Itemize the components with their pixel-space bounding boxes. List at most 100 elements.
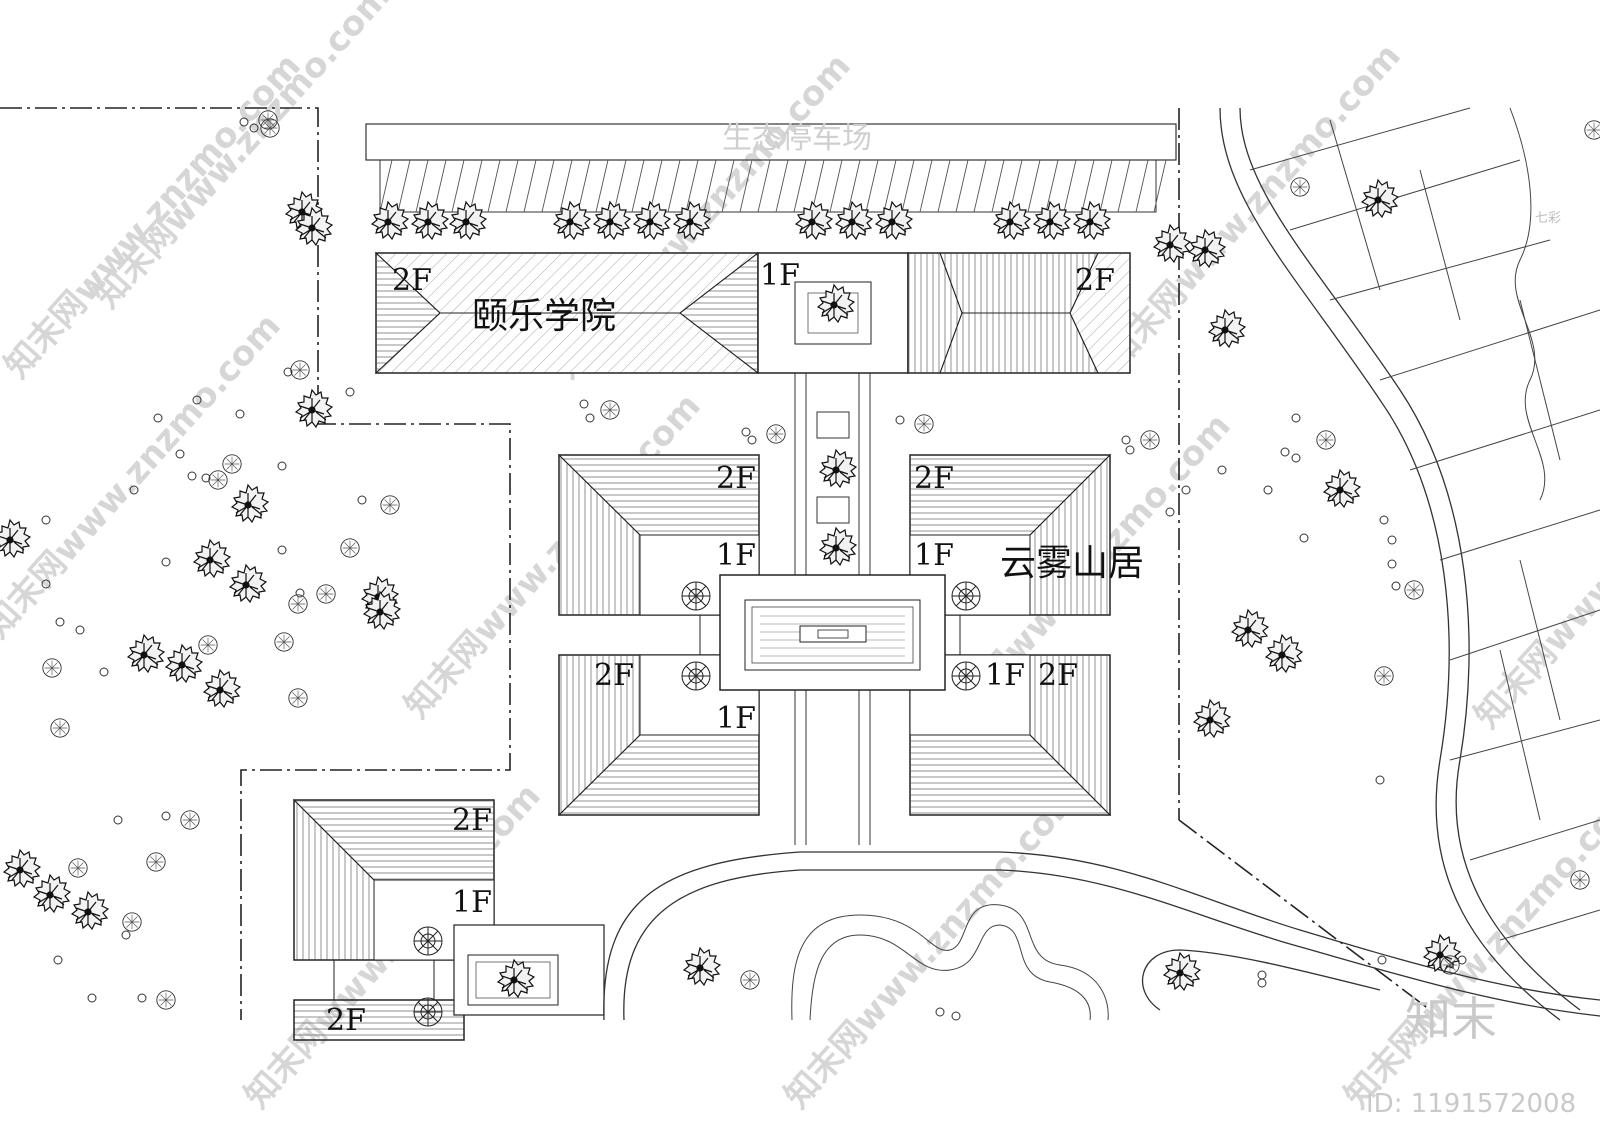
shrub-icon bbox=[600, 400, 620, 420]
small-plant-marker bbox=[161, 557, 171, 567]
parking-stall-line bbox=[433, 159, 447, 213]
shrub-icon bbox=[1290, 177, 1310, 197]
parking-stall-line bbox=[451, 159, 465, 213]
brand-logo: 知末 bbox=[1405, 992, 1497, 1046]
parking-stall-line bbox=[577, 159, 591, 213]
shrub-icon bbox=[260, 118, 280, 138]
floor-label-1f: 1F bbox=[716, 538, 756, 573]
parking-stall-line bbox=[1153, 159, 1167, 213]
small-plant-marker bbox=[235, 409, 245, 419]
shrub-icon bbox=[122, 912, 142, 932]
shrub-icon bbox=[740, 970, 760, 990]
tree-icon bbox=[449, 201, 487, 240]
tree-icon bbox=[165, 644, 203, 683]
floor-label-2f: 2F bbox=[716, 461, 756, 496]
small-plant-marker bbox=[1291, 413, 1301, 423]
shrub-icon bbox=[290, 360, 310, 380]
parking-stall-line bbox=[1063, 159, 1077, 213]
small-plant-marker bbox=[153, 413, 163, 423]
small-plant-marker bbox=[935, 1007, 945, 1017]
floor-label-2f: 2F bbox=[326, 1003, 366, 1038]
tree-icon bbox=[231, 484, 269, 523]
academy-label: 颐乐学院 bbox=[472, 296, 616, 337]
small-plant-marker bbox=[113, 815, 123, 825]
small-plant-marker bbox=[187, 471, 197, 481]
shrub-icon bbox=[340, 538, 360, 558]
parking-stall-line bbox=[1081, 159, 1095, 213]
farmland-grid bbox=[1249, 107, 1600, 941]
shrub-icon bbox=[198, 635, 218, 655]
small-plant-marker bbox=[201, 473, 211, 483]
shrub-icon bbox=[180, 810, 200, 830]
parking-stall-line bbox=[937, 159, 951, 213]
tree-icon bbox=[127, 634, 165, 673]
small-plant-marker bbox=[357, 495, 367, 505]
tree-icon bbox=[71, 891, 109, 930]
small-plant-marker bbox=[161, 811, 171, 821]
shrub-icon bbox=[50, 718, 70, 738]
parking-stall-line bbox=[757, 159, 771, 213]
small-plant-marker bbox=[1217, 465, 1227, 475]
shrub-icon bbox=[1584, 120, 1600, 140]
small-plant-marker bbox=[99, 667, 109, 677]
parking-stall-line bbox=[379, 159, 393, 213]
floor-label-1f: 1F bbox=[716, 701, 756, 736]
residence-label: 云雾山居 bbox=[1000, 543, 1144, 584]
tree-icon bbox=[33, 874, 71, 913]
tree-icon bbox=[1208, 309, 1246, 348]
small-plant-marker bbox=[585, 413, 595, 423]
small-plant-marker bbox=[1387, 535, 1397, 545]
tree-icon bbox=[795, 201, 833, 240]
parking-stall-line bbox=[523, 159, 537, 213]
parking-label: 生态停车场 bbox=[722, 121, 872, 156]
shrub-icon bbox=[1374, 666, 1394, 686]
small-plant-marker bbox=[121, 930, 131, 940]
parking-stall-line bbox=[829, 159, 843, 213]
parking-stall-line bbox=[919, 159, 933, 213]
small-plant-marker bbox=[55, 617, 65, 627]
parking-stall-line bbox=[793, 159, 807, 213]
tree-icon bbox=[193, 539, 231, 578]
parking-stall-line bbox=[505, 159, 519, 213]
tree-icon bbox=[3, 849, 41, 888]
floor-label-2f: 2F bbox=[914, 461, 954, 496]
tree-icon bbox=[295, 389, 333, 428]
floor-label-2f: 2F bbox=[1075, 263, 1115, 298]
small-plant-marker bbox=[1457, 955, 1467, 965]
tree-icon bbox=[1193, 699, 1231, 738]
shrub-icon bbox=[274, 632, 294, 652]
parking-lot: 生态停车场 bbox=[365, 121, 1177, 213]
floor-label-1f: 1F bbox=[760, 258, 800, 293]
small-plant-marker bbox=[295, 588, 305, 598]
parking-stall-line bbox=[685, 159, 699, 213]
faint-field-label: 七彩 bbox=[1535, 211, 1561, 226]
shrub-icon bbox=[1440, 955, 1460, 975]
small-plant-marker bbox=[1291, 453, 1301, 463]
floor-label-2f: 2F bbox=[594, 658, 634, 693]
parking-stall-line bbox=[595, 159, 609, 213]
small-plant-marker bbox=[137, 993, 147, 1003]
small-plant-marker bbox=[951, 1011, 961, 1021]
parking-stall-line bbox=[739, 159, 753, 213]
parking-stall-line bbox=[397, 159, 411, 213]
shrub-icon bbox=[1570, 870, 1590, 890]
floor-label-2f: 2F bbox=[392, 263, 432, 298]
parking-stall-line bbox=[559, 159, 573, 213]
parking-stall-line bbox=[865, 159, 879, 213]
parking-stall-line bbox=[775, 159, 789, 213]
small-plant-marker bbox=[1121, 435, 1131, 445]
tree-icon bbox=[229, 564, 267, 603]
small-plant-marker bbox=[75, 625, 85, 635]
small-plant-layer bbox=[41, 117, 1467, 1021]
small-plant-marker bbox=[1299, 533, 1309, 543]
parking-stall-line bbox=[955, 159, 969, 213]
small-plant-marker bbox=[579, 399, 589, 409]
parking-stall-line bbox=[703, 159, 717, 213]
small-plant-marker bbox=[87, 993, 97, 1003]
parking-stall-line bbox=[1135, 159, 1149, 213]
small-plant-marker bbox=[1387, 559, 1397, 569]
parasol-icon bbox=[413, 997, 443, 1027]
parking-stall-line bbox=[541, 159, 555, 213]
